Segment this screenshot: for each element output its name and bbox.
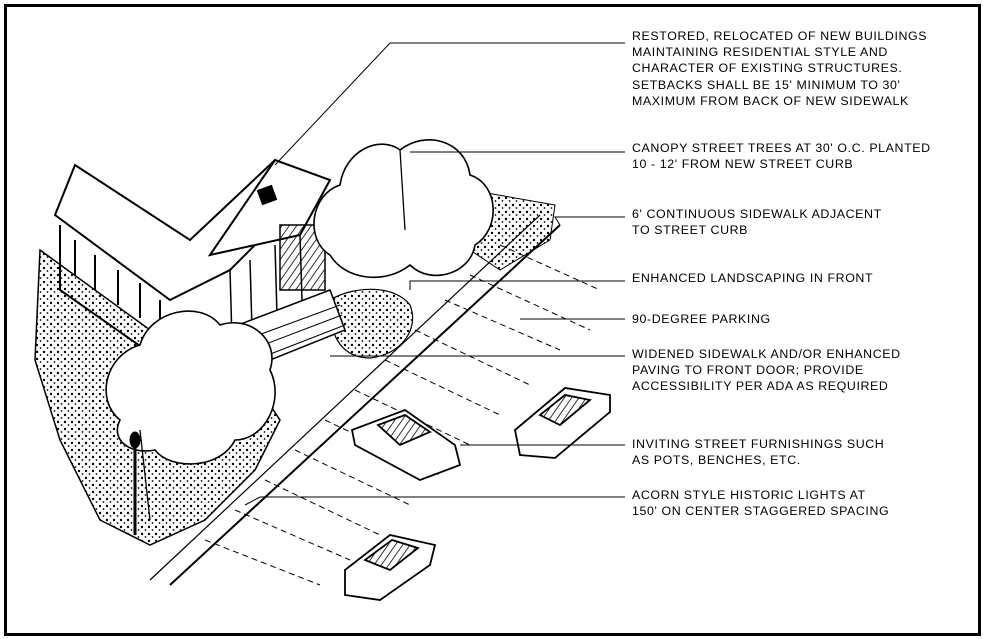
annotation-sidewalk: 6' CONTINUOUS SIDEWALK ADJACENT TO STREE… bbox=[632, 207, 882, 238]
annotation-landscaping: ENHANCED LANDSCAPING IN FRONT bbox=[632, 271, 874, 285]
annotation-furnishings: INVITING STREET FURNISHINGS SUCH AS POTS… bbox=[632, 437, 885, 468]
annotation-parking: 90-DEGREE PARKING bbox=[632, 312, 771, 326]
parked-cars bbox=[344, 387, 611, 601]
annotation-street-trees: CANOPY STREET TREES AT 30' O.C. PLANTED … bbox=[632, 141, 931, 172]
annotation-lights: ACORN STYLE HISTORIC LIGHTS AT 150' ON C… bbox=[632, 488, 890, 519]
leader-lines bbox=[244, 42, 625, 506]
annotation-paving: WIDENED SIDEWALK AND/OR ENHANCED PAVING … bbox=[632, 347, 901, 394]
street-lines bbox=[149, 214, 601, 586]
house-sketch bbox=[53, 158, 346, 371]
annotation-buildings: RESTORED, RELOCATED OF NEW BUILDINGS MAI… bbox=[632, 29, 928, 108]
street-trees bbox=[105, 139, 494, 521]
acorn-light-sketch bbox=[129, 431, 141, 535]
